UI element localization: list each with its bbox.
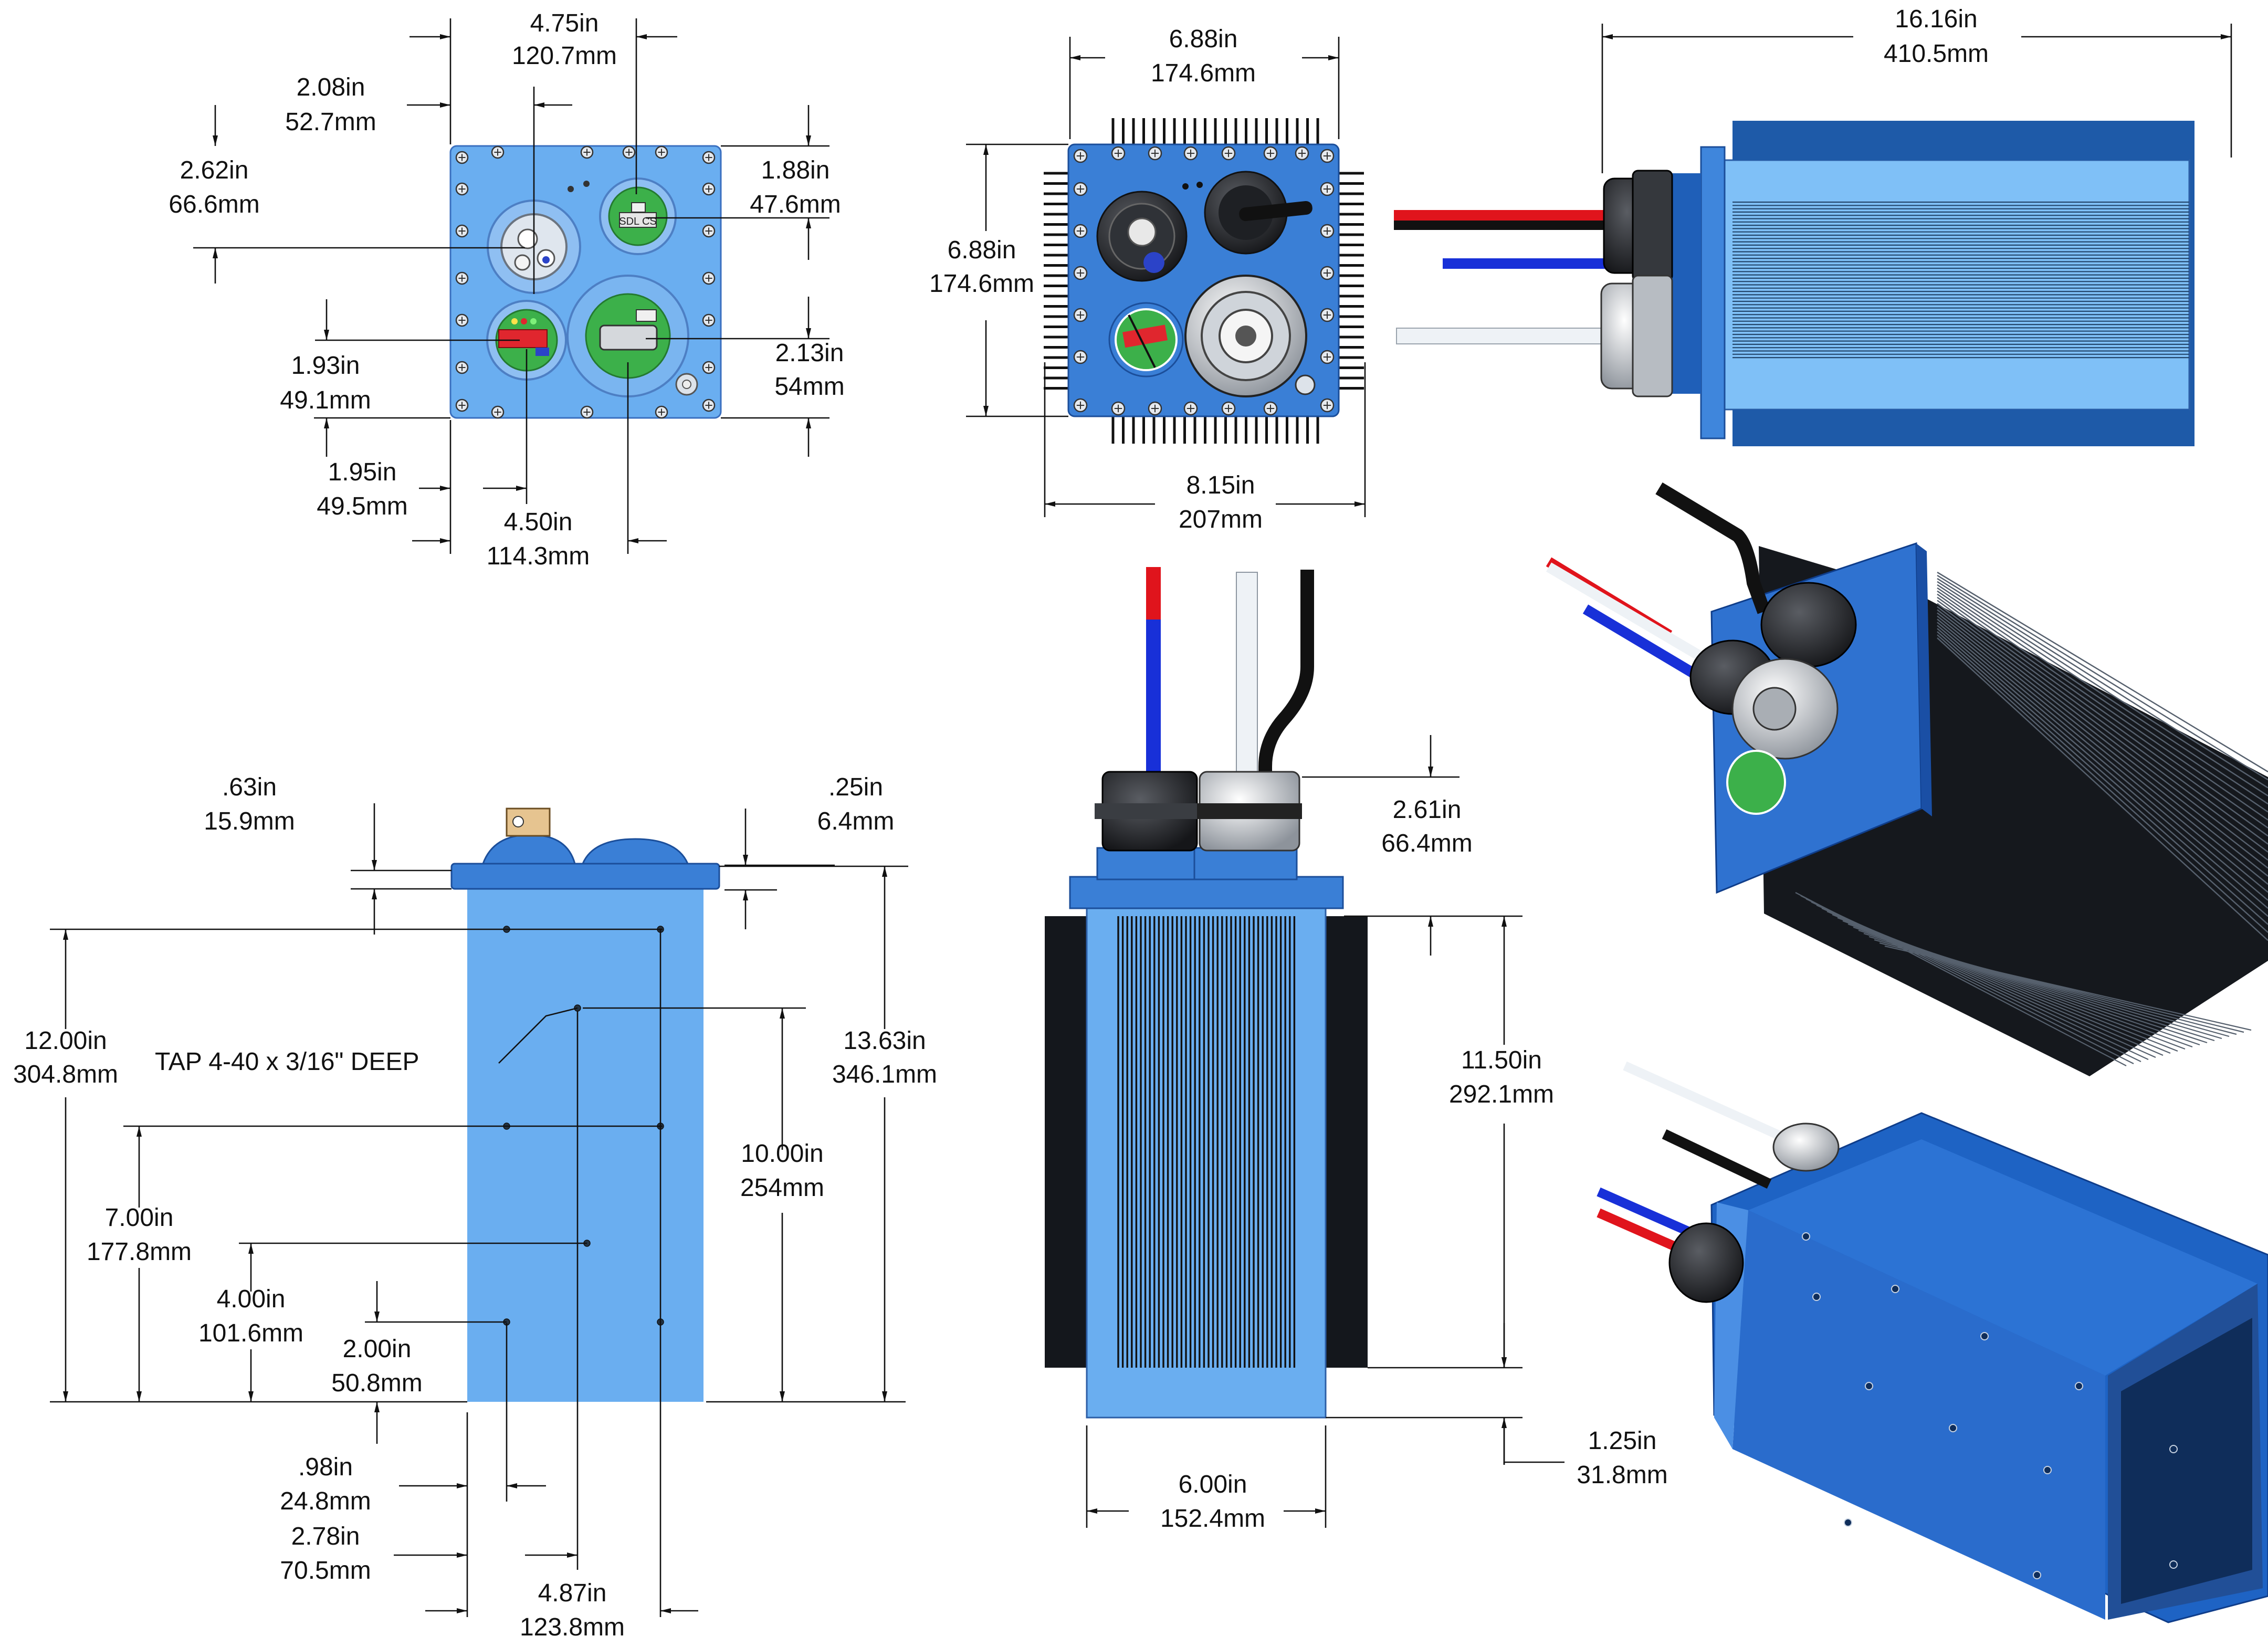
blue-wire [1582, 604, 1699, 679]
dim-rear-height-mm: 174.6mm [929, 270, 1034, 298]
dim-rear-width-in: 6.88in [1169, 25, 1238, 53]
cable-gland-icon [1668, 1123, 1840, 1303]
dim-led-x-in: 1.95in [328, 458, 397, 486]
dim-conn-left-x-mm: 52.7mm [285, 108, 376, 136]
dim-top-length-in: 16.16in [1895, 5, 1977, 33]
red-wire [1394, 210, 1630, 221]
dim-hole-7-mm: 177.8mm [87, 1238, 192, 1266]
dim-flange-top-mm: 15.9mm [204, 807, 295, 835]
dim-led-y-mm: 49.1mm [280, 386, 371, 414]
black-wire [1394, 221, 1630, 230]
dim-bottom-width-in: 6.00in [1179, 1471, 1247, 1498]
white-wire [1236, 572, 1258, 783]
led-indicator-icon [1108, 302, 1184, 377]
heatsink-fins [1117, 916, 1296, 1368]
side-view: .63in 15.9mm .25in 6.4mm 12.00in 304.8mm… [13, 773, 937, 1641]
dim-overall-width-in: 4.75in [530, 9, 599, 37]
screw-icon [455, 145, 716, 419]
dim-dsub-x-mm: 114.3mm [487, 542, 590, 570]
cable-gland-icon [1197, 771, 1302, 852]
heatsink-fins [1732, 121, 2189, 446]
dim-hole-4-in: 4.00in [217, 1285, 286, 1313]
dim-flange-top-in: .63in [222, 773, 277, 801]
dim-hole-487-in: 4.87in [538, 1579, 607, 1607]
dim-led-y-in: 1.93in [291, 352, 360, 380]
rear-view: 6.88in 174.6mm 6.88in 174.6mm 8.15in 207… [929, 25, 1366, 533]
cable-gland-icon [1096, 191, 1188, 282]
black-wire [1258, 570, 1314, 782]
dim-hole-2-mm: 50.8mm [331, 1369, 422, 1397]
dim-conn-top-y-mm: 66.6mm [169, 191, 259, 218]
rear-dimensions: 6.88in 174.6mm 6.88in 174.6mm 8.15in 207… [929, 25, 1366, 533]
top-view: 16.16in 410.5mm [1394, 5, 2232, 446]
dim-hole-10-in: 10.00in [741, 1140, 823, 1168]
dim-gland-h-in: 2.61in [1393, 796, 1462, 824]
dim-overall-len-mm: 346.1mm [832, 1061, 937, 1088]
side-body [467, 887, 704, 1402]
dim-overall-width-mm: 120.7mm [512, 42, 617, 70]
heatsink-fins [1044, 118, 1364, 444]
dim-bottom-ext-mm: 31.8mm [1577, 1461, 1667, 1489]
dim-hole-278-in: 2.78in [291, 1523, 360, 1550]
blue-wire [1443, 258, 1629, 269]
dim-hole-278-mm: 70.5mm [280, 1557, 371, 1585]
iso-view-rear [1546, 482, 2268, 1076]
dim-overall-len-in: 13.63in [843, 1027, 926, 1055]
black-wire [1662, 1129, 1772, 1189]
dim-flange-thk-mm: 6.4mm [817, 807, 895, 835]
dim-conn-top-y-in: 2.62in [180, 156, 249, 184]
bottom-dimensions: 2.61in 66.4mm 11.50in 292.1mm 1.25in 31.… [1086, 735, 1668, 1533]
dim-dsub-y-mm: 54mm [774, 373, 844, 401]
dim-dsub-y-in: 2.13in [775, 339, 844, 367]
cable-gland-icon [1600, 275, 1673, 397]
red-wire [1146, 567, 1161, 620]
dim-hole-10-mm: 254mm [740, 1174, 824, 1202]
blue-wire [1146, 620, 1161, 777]
dim-bottom-width-mm: 152.4mm [1160, 1505, 1265, 1533]
side-dimensions: .63in 15.9mm .25in 6.4mm 12.00in 304.8mm… [13, 773, 937, 1641]
bottom-view: 2.61in 66.4mm 11.50in 292.1mm 1.25in 31.… [1045, 567, 1668, 1533]
blue-wire [1597, 1187, 1690, 1236]
connector-icon: SDL CS [599, 177, 677, 255]
dim-bottom-ext-in: 1.25in [1588, 1427, 1657, 1455]
cable-gland-icon [1204, 171, 1312, 255]
dim-rear-fin-width-mm: 207mm [1179, 506, 1263, 533]
cable-gland-icon [1689, 582, 1857, 815]
front-panel-view: SDL CS 4.75in 120.7mm [169, 9, 844, 570]
dim-hole-98-mm: 24.8mm [280, 1487, 371, 1515]
dim-hole-12-in: 12.00in [24, 1027, 107, 1055]
dim-dsub-x-in: 4.50in [504, 508, 573, 536]
screw-icon [1073, 146, 1335, 416]
white-wire [1396, 328, 1628, 344]
dim-conn-right-y-in: 1.88in [761, 156, 830, 184]
sdl-label: SDL CS [619, 216, 657, 227]
dim-led-x-mm: 49.5mm [317, 492, 407, 520]
dim-conn-right-y-mm: 47.6mm [750, 191, 841, 218]
dim-hole-2-in: 2.00in [343, 1335, 412, 1363]
connector-icon [566, 275, 689, 397]
cable-gland-icon [1184, 275, 1307, 397]
dim-hole-487-mm: 123.8mm [520, 1613, 625, 1641]
dim-flange-thk-in: .25in [828, 773, 883, 801]
cable-gland-icon [1095, 771, 1205, 852]
dim-rear-width-mm: 174.6mm [1151, 59, 1256, 87]
dim-hole-98-in: .98in [298, 1453, 353, 1481]
dim-conn-left-x-in: 2.08in [297, 74, 365, 101]
iso-view-front [1597, 1061, 2268, 1623]
dim-rear-fin-width-in: 8.15in [1186, 471, 1255, 499]
dim-top-length-mm: 410.5mm [1884, 40, 1989, 68]
dim-hole-12-mm: 304.8mm [13, 1061, 118, 1088]
dim-hole-4-mm: 101.6mm [198, 1319, 303, 1347]
dim-hole-7-in: 7.00in [105, 1204, 174, 1232]
front-dimensions: 4.75in 120.7mm 2.08in 52.7mm 2.62in 66.6… [169, 9, 844, 570]
dim-gland-h-mm: 66.4mm [1381, 830, 1472, 857]
dim-fin-len-mm: 292.1mm [1449, 1080, 1554, 1108]
black-wire [1655, 482, 1771, 614]
cable-gland-icon [1603, 170, 1673, 282]
dim-rear-height-in: 6.88in [948, 236, 1016, 264]
top-dimensions: 16.16in 410.5mm [1601, 5, 2232, 173]
dim-fin-len-in: 11.50in [1461, 1046, 1542, 1074]
tap-note: TAP 4-40 x 3/16" DEEP [155, 1048, 419, 1076]
